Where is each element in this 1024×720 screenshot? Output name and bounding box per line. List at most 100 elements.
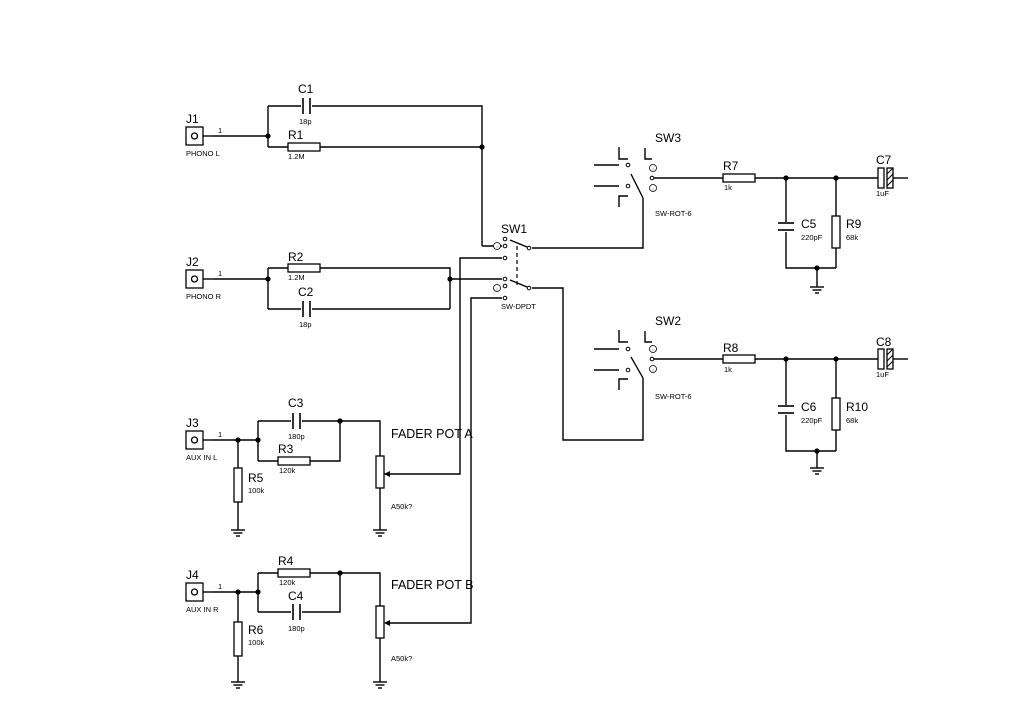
switch-sw3: SW3 ↑ ↓ SW-ROT-6 (594, 131, 692, 218)
sw2-type: SW-ROT-6 (655, 392, 692, 401)
switch-sw1: SW1 ↑ ↓ SW-DPDT (493, 222, 536, 311)
c4-ref: C4 (288, 589, 304, 603)
fader-pot-b: FADER POT B A50k? (375, 578, 473, 663)
r8-value: 1k (724, 365, 732, 374)
r6-value: 100k (248, 638, 265, 647)
resistor-r3: R3 120k (277, 442, 311, 475)
c3-ref: C3 (288, 396, 304, 410)
connector-j3: J3 1 AUX IN L (185, 416, 222, 462)
r7-value: 1k (724, 183, 732, 192)
r6-ref: R6 (248, 623, 264, 637)
r2-value: 1.2M (288, 273, 305, 282)
c7-value: 1uF (876, 189, 889, 198)
sw1-mark-up: ↑ (496, 245, 499, 251)
ground-icon (372, 529, 388, 537)
capacitor-c6: C6 220pF (778, 400, 823, 425)
capacitor-c5: C5 220pF (778, 217, 823, 242)
j1-ref: J1 (186, 112, 199, 126)
sw3-mark-down: ↓ (652, 187, 655, 193)
c4-value: 180p (288, 624, 305, 633)
c5-value: 220pF (801, 233, 823, 242)
r1-ref: R1 (288, 128, 304, 142)
j4-label: AUX IN R (186, 605, 219, 614)
j3-pin: 1 (218, 430, 222, 439)
sw2-ref: SW2 (655, 314, 681, 328)
sw1-type: SW-DPDT (501, 302, 536, 311)
fader-pot-a-value: A50k? (391, 502, 412, 511)
ground-icon (372, 681, 388, 689)
capacitor-c4: C4 180p (288, 589, 305, 633)
c6-ref: C6 (801, 400, 817, 414)
r1-value: 1.2M (288, 152, 305, 161)
capacitor-c3: C3 180p (288, 396, 305, 441)
fader-pot-a: FADER POT A A50k? (375, 427, 473, 511)
j3-ref: J3 (186, 416, 199, 430)
r3-ref: R3 (278, 442, 294, 456)
resistor-r10: R10 68k (831, 397, 868, 431)
wires (214, 105, 908, 682)
capacitor-c1: C1 18p (298, 82, 314, 126)
resistor-r6: R6 100k (233, 621, 265, 657)
r3-value: 120k (279, 466, 296, 475)
r5-ref: R5 (248, 471, 264, 485)
ground-icon (230, 681, 246, 689)
resistor-r8: R8 1k (722, 341, 756, 374)
j2-pin: 1 (218, 269, 222, 278)
junction-dots (235, 133, 839, 595)
r10-value: 68k (846, 416, 858, 425)
r8-ref: R8 (723, 341, 739, 355)
fader-pot-b-label: FADER POT B (391, 578, 473, 592)
capacitor-c2: C2 18p (298, 285, 314, 329)
switch-sw2: SW2 ↑ ↓ SW-ROT-6 (594, 314, 692, 401)
r2-ref: R2 (288, 250, 304, 264)
sw2-mark-up: ↑ (652, 348, 655, 354)
c8-ref: C8 (876, 335, 892, 349)
c8-value: 1uF (876, 370, 889, 379)
sw3-type: SW-ROT-6 (655, 209, 692, 218)
connector-j4: J4 1 AUX IN R (185, 568, 222, 614)
fader-pot-a-label: FADER POT A (391, 427, 473, 441)
c6-value: 220pF (801, 416, 823, 425)
c3-value: 180p (288, 432, 305, 441)
sw3-mark-up: ↑ (652, 167, 655, 173)
c2-ref: C2 (298, 285, 314, 299)
j3-label: AUX IN L (186, 453, 217, 462)
c1-value: 18p (299, 117, 312, 126)
resistor-r5: R5 100k (233, 467, 265, 503)
c1-ref: C1 (298, 82, 314, 96)
c7-ref: C7 (876, 153, 892, 167)
r9-ref: R9 (846, 217, 862, 231)
ground-icon (809, 467, 825, 475)
r9-value: 68k (846, 233, 858, 242)
j2-label: PHONO R (186, 292, 222, 301)
capacitor-c7: C7 1uF (876, 153, 894, 198)
connector-j2: J2 1 PHONO R (185, 255, 222, 301)
connector-j1: J1 1 PHONO L (185, 112, 222, 158)
resistor-r7: R7 1k (722, 159, 756, 192)
sw3-ref: SW3 (655, 131, 681, 145)
j1-pin: 1 (218, 126, 222, 135)
fader-pot-b-value: A50k? (391, 654, 412, 663)
j4-pin: 1 (218, 582, 222, 591)
resistor-r2: R2 1.2M (287, 250, 321, 282)
resistor-r4: R4 120k (277, 554, 311, 587)
c2-value: 18p (299, 320, 312, 329)
sw2-mark-down: ↓ (652, 368, 655, 374)
resistor-r9: R9 68k (831, 215, 862, 249)
ground-icon (230, 529, 246, 537)
j2-ref: J2 (186, 255, 199, 269)
r4-ref: R4 (278, 554, 294, 568)
resistor-r1: R1 1.2M (287, 128, 321, 161)
ground-icon (809, 286, 825, 294)
c5-ref: C5 (801, 217, 817, 231)
sw1-ref: SW1 (501, 222, 527, 236)
j1-label: PHONO L (186, 149, 220, 158)
j4-ref: J4 (186, 568, 199, 582)
sw1-mark-down: ↓ (496, 287, 499, 293)
r7-ref: R7 (723, 159, 739, 173)
r5-value: 100k (248, 486, 265, 495)
r4-value: 120k (279, 578, 296, 587)
capacitor-c8: C8 1uF (876, 335, 894, 379)
r10-ref: R10 (846, 400, 868, 414)
